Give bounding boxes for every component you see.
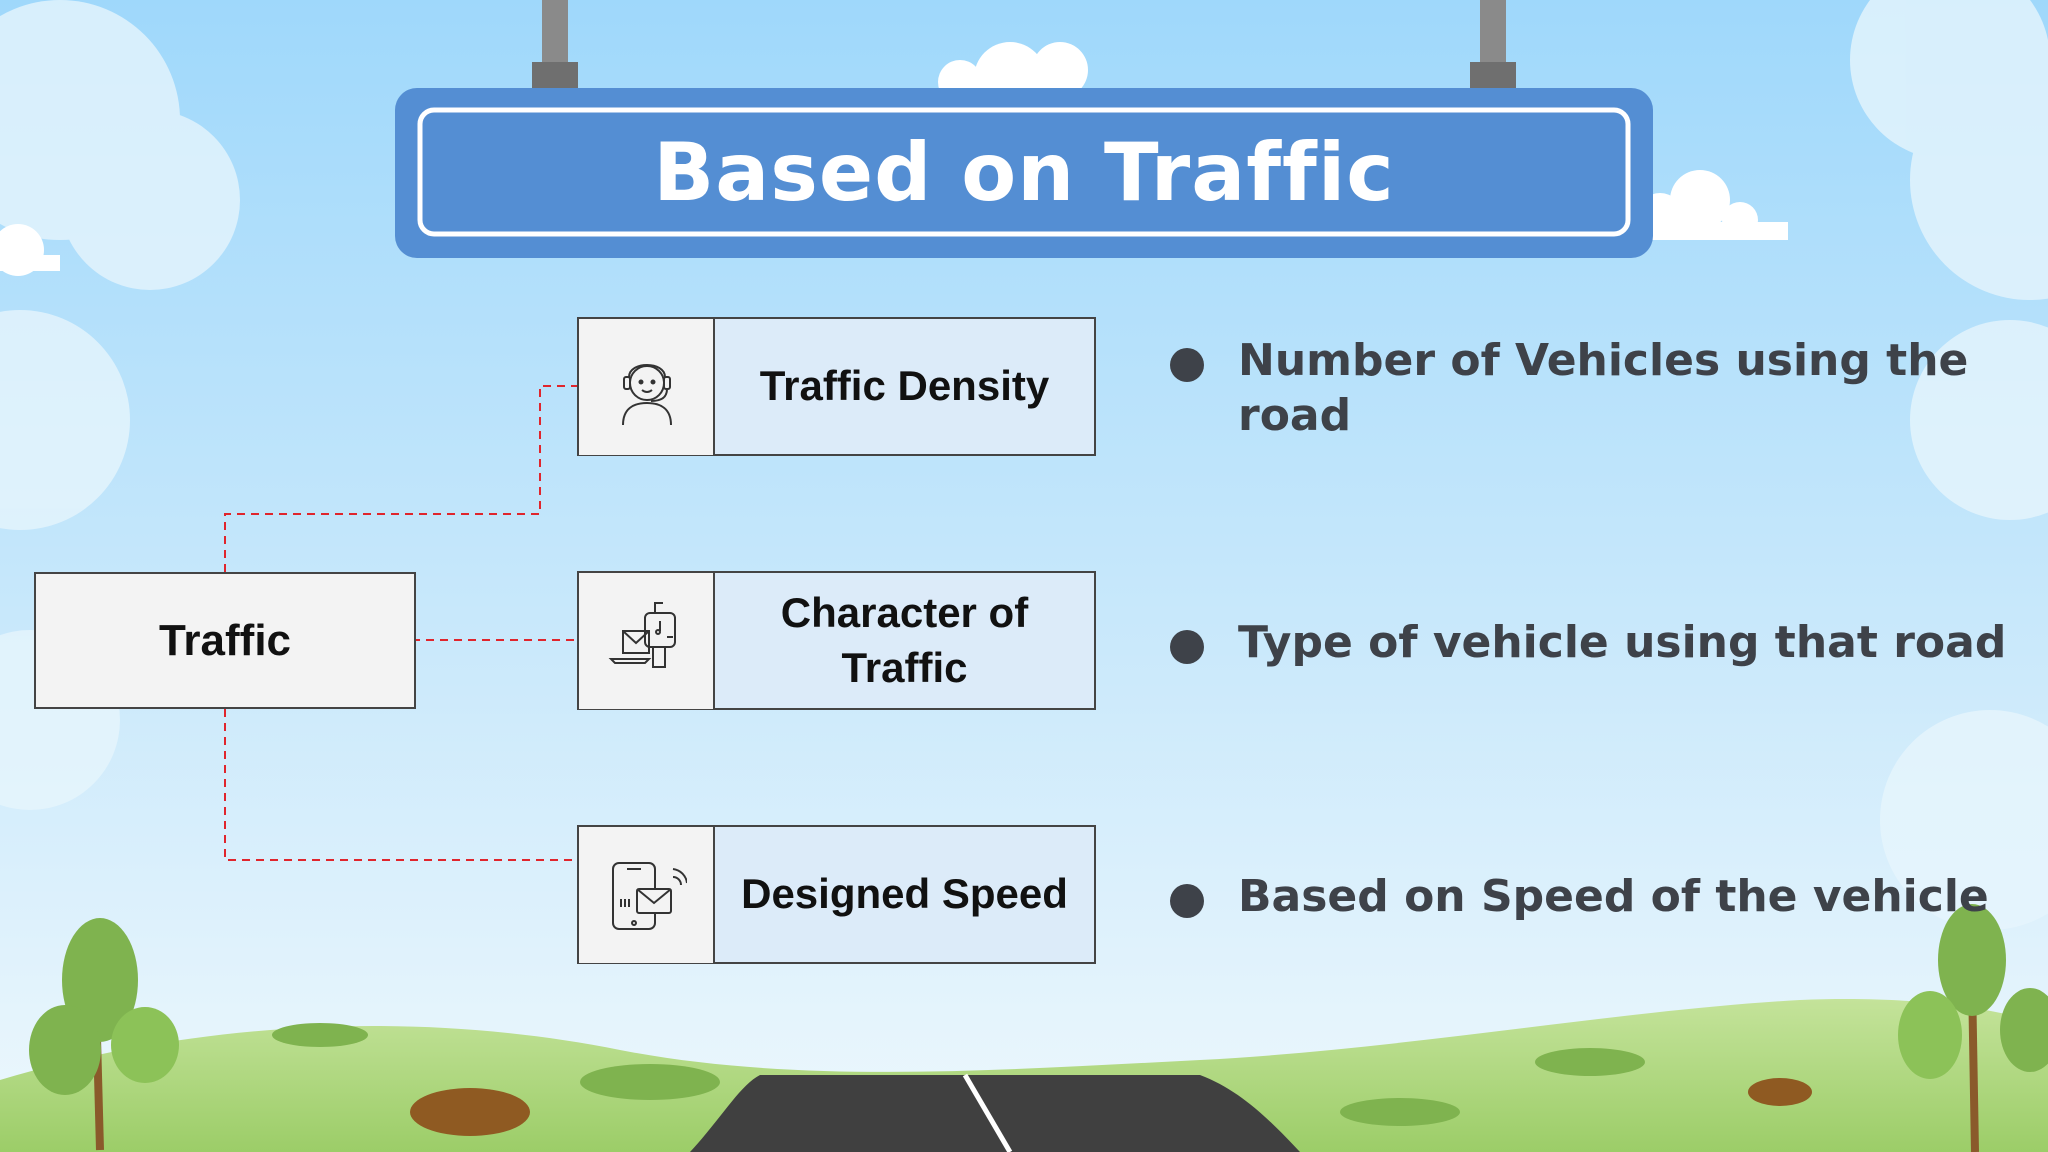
bullet-dot	[1170, 884, 1204, 918]
background-clouds	[0, 0, 2048, 930]
branch-designed-speed: Designed Speed	[577, 825, 1096, 964]
branch-traffic-density: Traffic Density	[577, 317, 1096, 456]
description-designed-speed: Based on Speed of the vehicle	[1170, 870, 2008, 925]
description-character-of-traffic: Type of vehicle using that road	[1170, 616, 2008, 671]
branch-label: Traffic Density	[759, 362, 1050, 410]
tree-right	[1898, 904, 2048, 1152]
description-traffic-density: Number of Vehicles using the road	[1170, 334, 2008, 443]
bullet-dot	[1170, 630, 1204, 664]
branch-label: Designed Speed	[741, 870, 1068, 918]
page-title: Based on Traffic	[653, 125, 1395, 219]
description-text: Based on Speed of the vehicle	[1238, 871, 1989, 922]
rocks	[410, 1078, 1812, 1136]
branch-label: Character of Traffic	[780, 588, 1029, 691]
root-node-traffic: Traffic	[34, 572, 416, 709]
customer-support-icon	[579, 319, 715, 455]
description-text: Type of vehicle using that road	[1238, 617, 2007, 668]
mobile-message-icon	[579, 827, 715, 963]
branch-character-of-traffic: Character of Traffic	[577, 571, 1096, 710]
bullet-dot	[1170, 348, 1204, 382]
road	[690, 1075, 1300, 1152]
description-text: Number of Vehicles using the road	[1238, 335, 1969, 441]
tree-left	[29, 918, 179, 1151]
mailbox-laptop-icon	[579, 573, 715, 709]
bushes	[272, 1023, 1645, 1126]
